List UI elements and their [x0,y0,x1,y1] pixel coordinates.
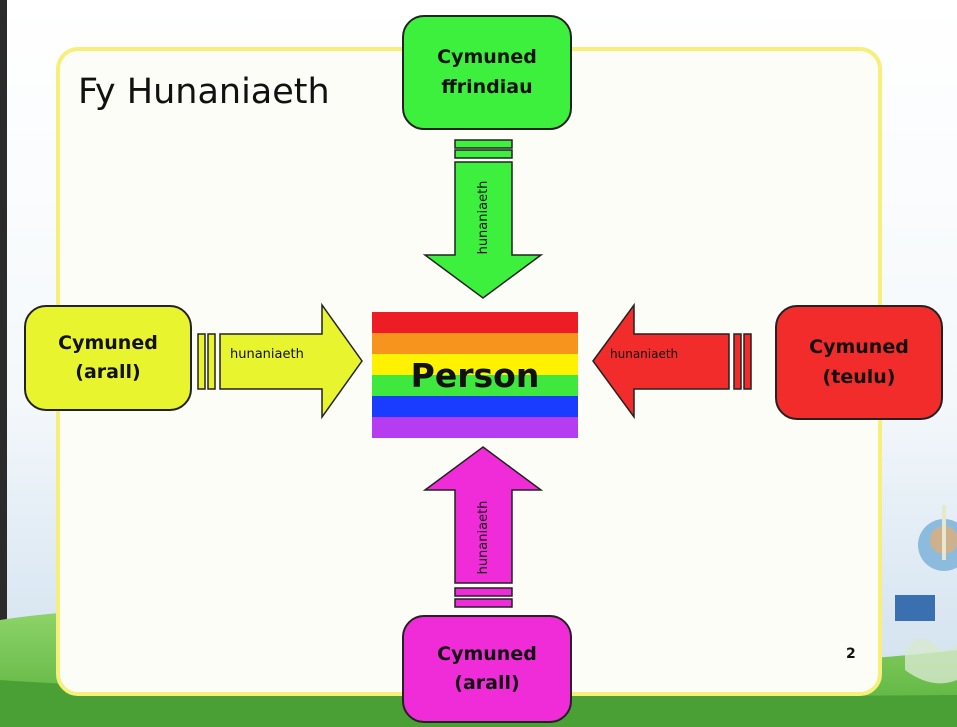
community-right-line1: Cymuned [809,336,909,359]
person-label: Person [410,355,540,395]
bottom-arrow [422,446,544,608]
community-bottom-line2: (arall) [454,672,520,694]
community-bottom-line1: Cymuned [437,642,537,665]
badge-logo [895,595,935,621]
right-arrow [592,302,752,420]
rainbow-band [372,312,578,333]
community-box-bottom: Cymuned (arall) [402,615,572,723]
rainbow-band [372,333,578,354]
community-top-line1: Cymuned [437,46,537,69]
left-arrow-label: hunaniaeth [230,347,304,362]
community-right-line2: (teulu) [822,365,896,388]
rainbow-band [372,417,578,438]
slide-title: Fy Hunaniaeth [78,72,330,112]
person-rainbow-block: Person [372,312,578,438]
community-left-line1: Cymuned [58,331,158,354]
top-arrow [422,139,544,299]
community-box-left: Cymuned (arall) [24,305,192,411]
right-arrow-label: hunaniaeth [610,347,679,361]
dragon-logo [905,638,957,684]
rainbow-band [372,375,578,396]
windmill-logo [918,505,957,571]
rainbow-band [372,396,578,417]
top-arrow-label: hunaniaeth [476,180,491,255]
community-left-line2: (arall) [75,361,141,383]
community-top-line2: ffrindiau [441,75,533,98]
page-number: 2 [846,646,856,662]
community-box-top: Cymuned ffrindiau [402,15,572,130]
community-box-right: Cymuned (teulu) [775,305,943,420]
bottom-arrow-label: hunaniaeth [476,500,491,575]
left-arrow [197,302,363,420]
rainbow-band [372,354,578,375]
